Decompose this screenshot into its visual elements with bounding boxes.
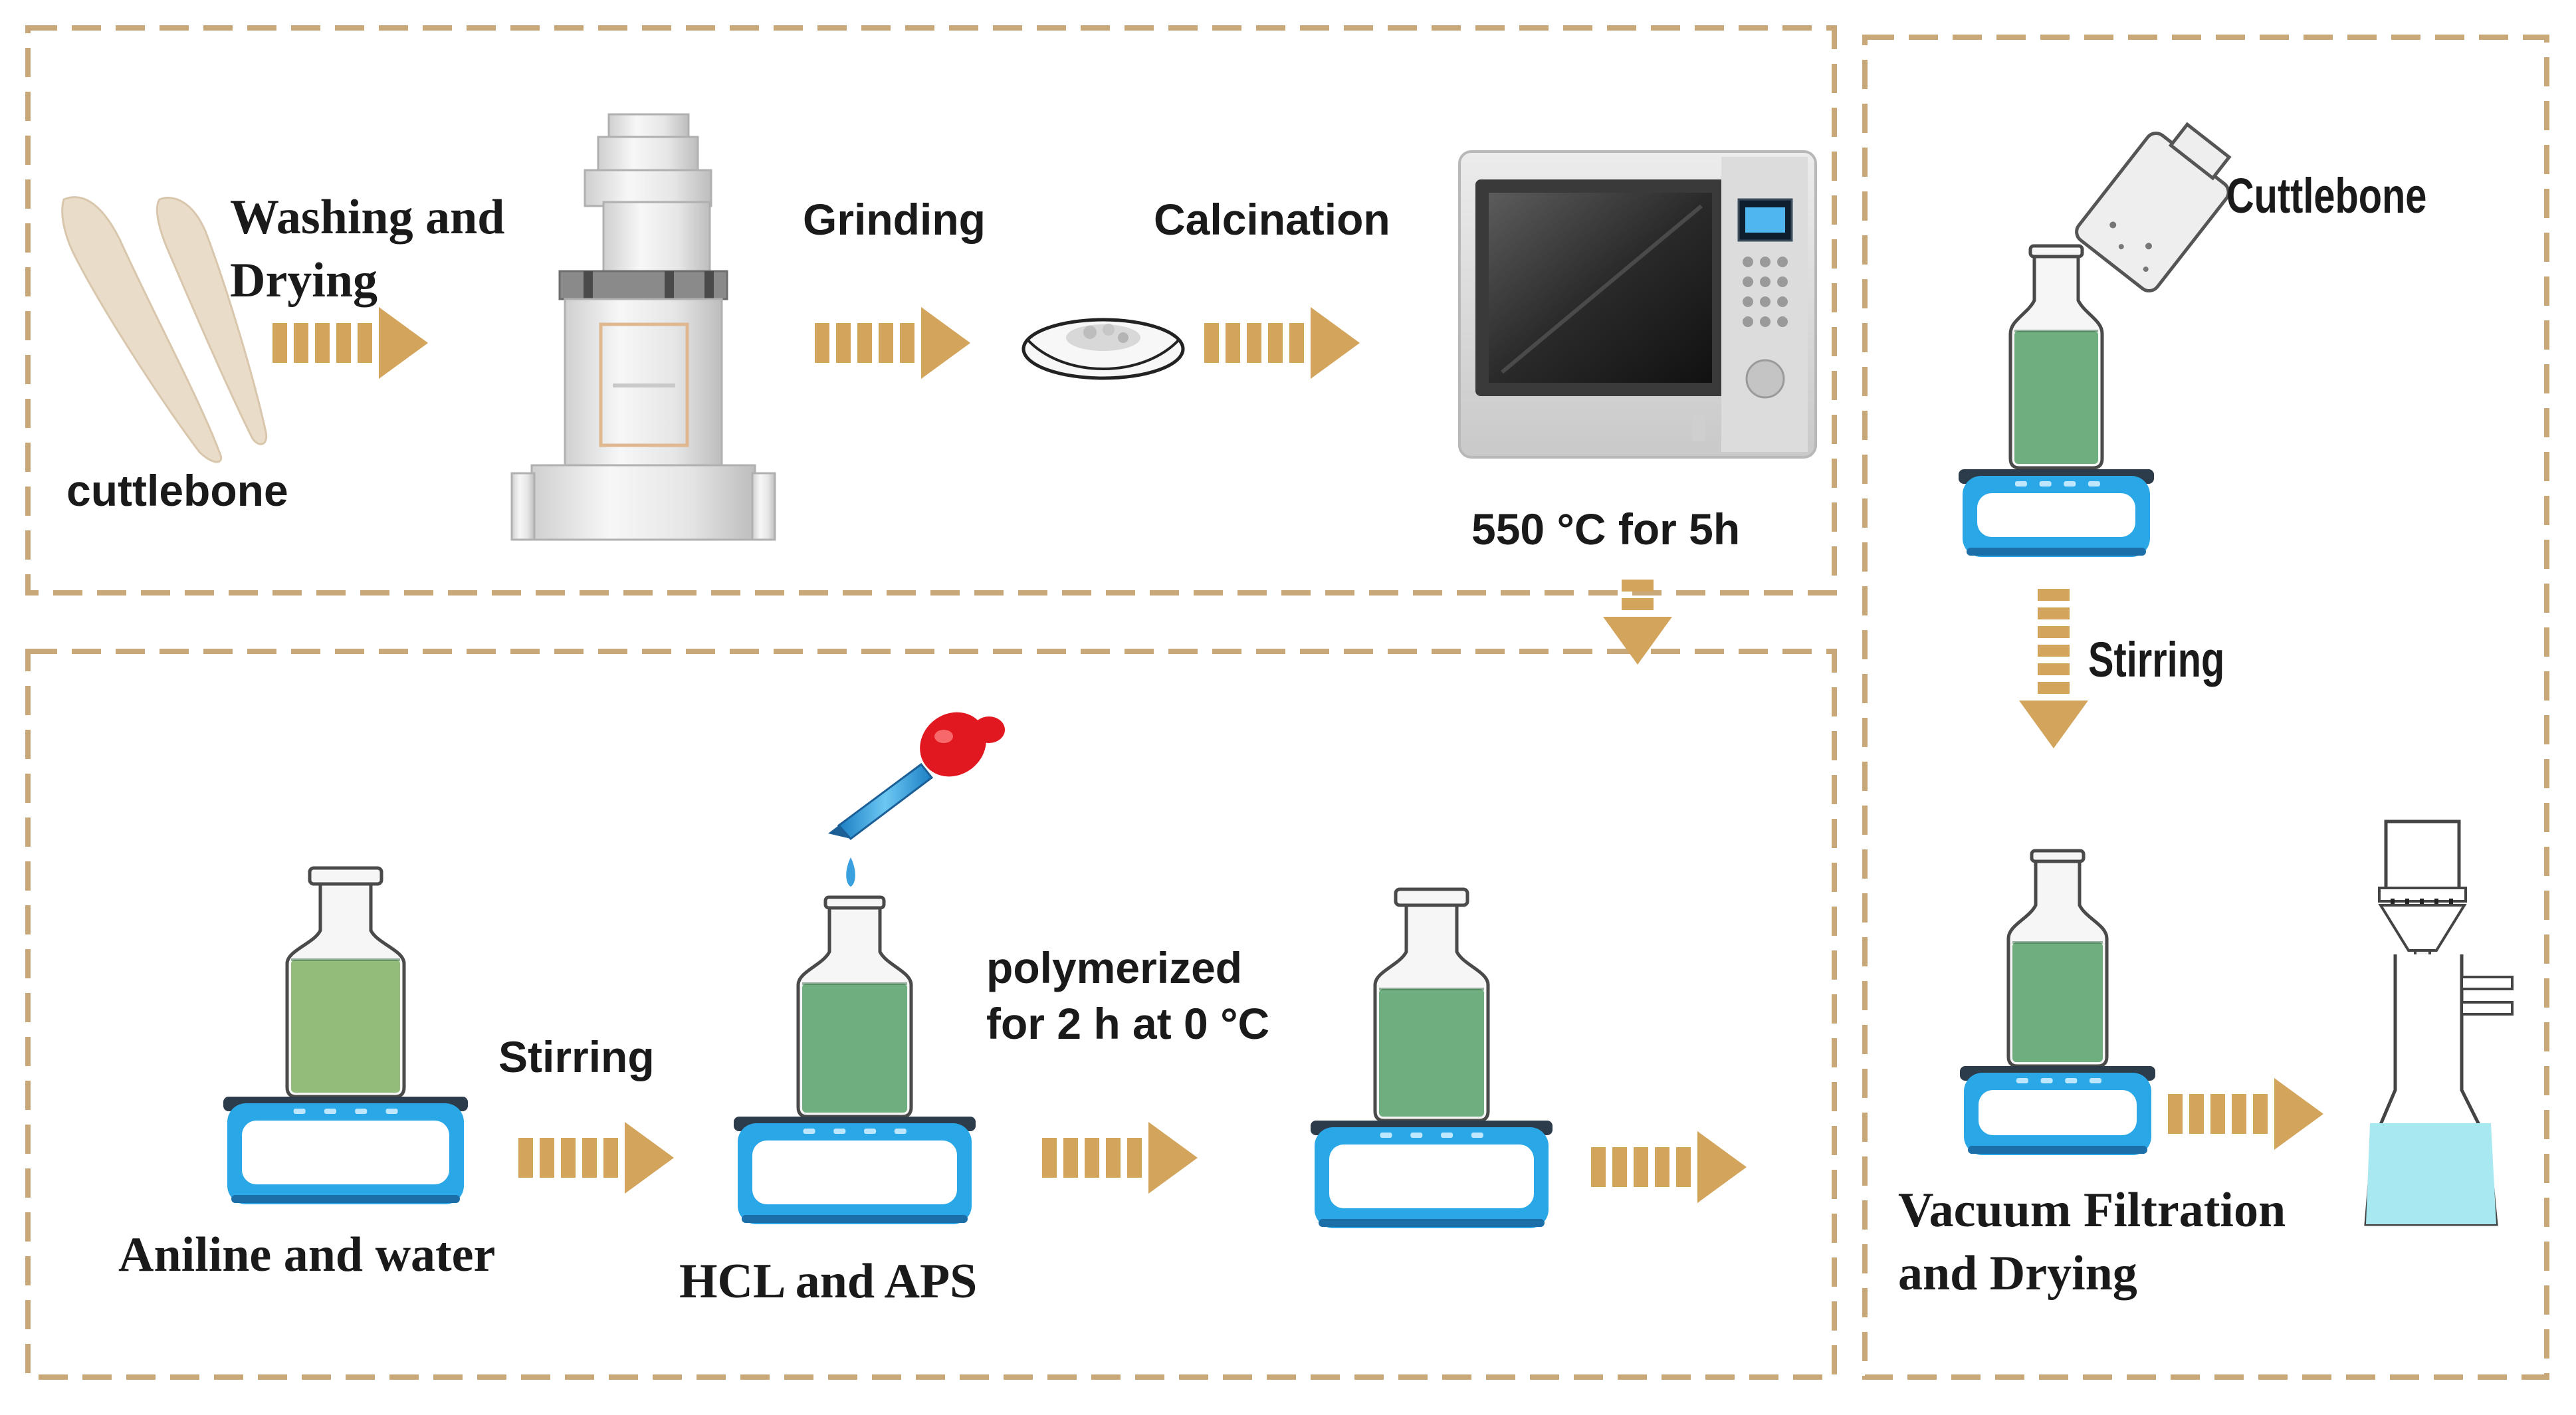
flask-aniline [285, 866, 406, 1099]
arrow-grinding [815, 307, 970, 379]
arrow-to-composite [1591, 1131, 1747, 1203]
stirrer-hcl [734, 1117, 976, 1224]
powder-dish-icon [1021, 318, 1185, 380]
vacuum-filtration-flask-icon [2364, 819, 2514, 1226]
furnace-keypad-icon [1743, 257, 1788, 327]
arrow-down-to-polymerization [1603, 580, 1672, 665]
stirrer-aniline [223, 1097, 468, 1204]
flask-composite [2006, 849, 2109, 1068]
flask-cuttlebone-top [2008, 244, 2104, 470]
label-stirring-right: Stirring [2088, 632, 2225, 687]
panel-polymerization-frame [25, 649, 1837, 1380]
label-temperature: 550 °C for 5h [1471, 504, 1741, 554]
panel-frames [25, 25, 2549, 1380]
label-hcl-aps: HCL and APS [679, 1254, 978, 1309]
arrow-stirring-bottom [518, 1122, 674, 1194]
arrow-calcination [1204, 307, 1360, 379]
label-washing-drying: Washing and Drying [230, 190, 505, 308]
label-calcination: Calcination [1154, 195, 1390, 244]
stirrer-composite [1960, 1066, 2155, 1155]
arrow-washing [272, 307, 428, 379]
label-vacuum-filtration: Vacuum Filtration and Drying [1898, 1183, 2286, 1301]
arrow-polymerized [1042, 1122, 1198, 1194]
label-cuttlebone-right: Cuttlebone [2226, 168, 2427, 223]
stirrer-cuttlebone-top [1959, 469, 2154, 557]
stirrers-layer [223, 469, 2155, 1228]
label-stirring-bottom: Stirring [498, 1032, 655, 1081]
arrows-layer [272, 307, 2323, 1203]
arrow-stirring-right [2019, 589, 2088, 748]
panel-calcination-frame [25, 25, 1837, 596]
dropper-icon [828, 712, 1005, 887]
label-cuttlebone: cuttlebone [66, 466, 288, 515]
cuttlebone-bottle-icon [2075, 122, 2232, 293]
flasks-layer [285, 244, 2109, 1123]
stirrer-polymerized [1311, 1121, 1553, 1228]
cuttlebone-pieces-icon [61, 196, 268, 463]
arrow-filtration [2168, 1078, 2323, 1150]
flask-polymerized [1373, 887, 1490, 1123]
flask-hcl [796, 895, 913, 1119]
grinder-icon [510, 113, 776, 541]
furnace-icon [1458, 150, 1817, 459]
label-aniline-water: Aniline and water [118, 1228, 496, 1282]
label-polymerized: polymerized for 2 h at 0 °C [986, 943, 1270, 1049]
label-grinding: Grinding [803, 195, 986, 244]
